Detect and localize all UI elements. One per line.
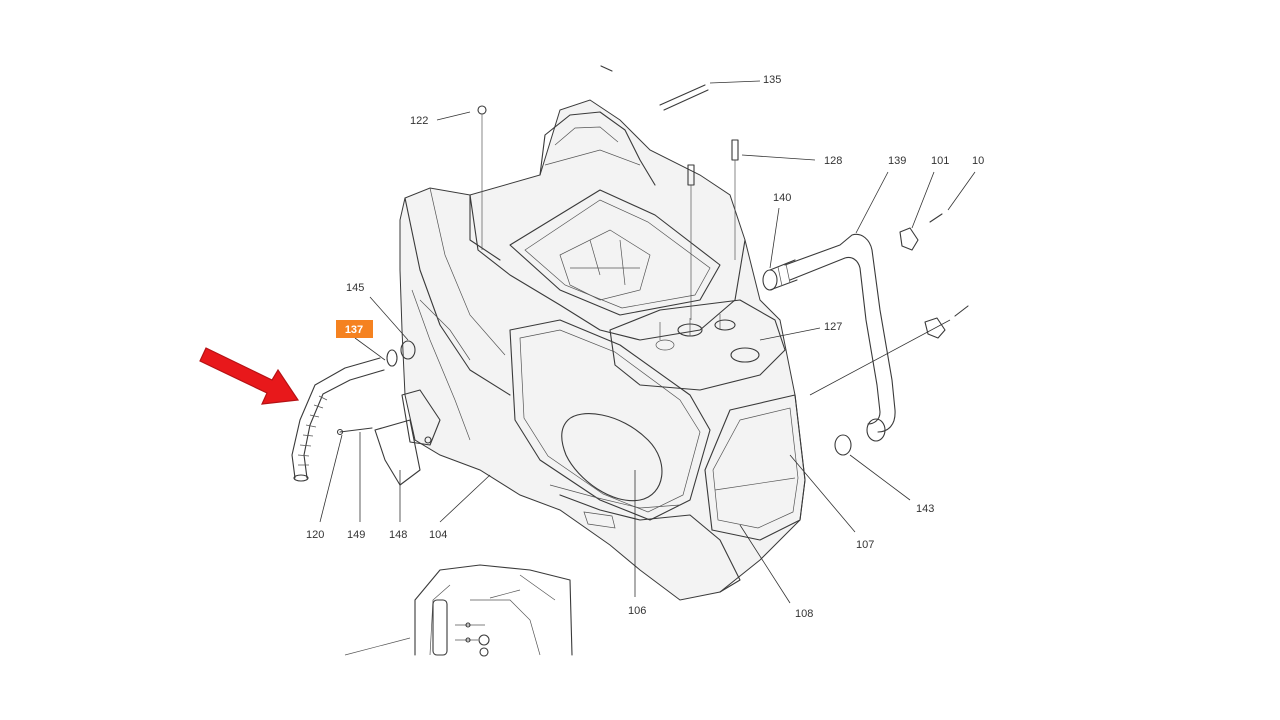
red-arrow: [199, 347, 300, 405]
highlight-label: 137: [345, 324, 363, 336]
hose-139: [784, 233, 896, 433]
clamp-145: [386, 340, 416, 367]
part-labels: 135 122 128 139 101 10 140 145 127 143 1…: [306, 74, 984, 620]
highlight-box: [336, 320, 373, 338]
bracket-148: [374, 419, 421, 486]
pin-149: [336, 427, 373, 436]
label-135: 135: [763, 74, 781, 86]
valve-128: [731, 139, 739, 260]
housing-body: [399, 99, 806, 601]
label-122: 122: [410, 115, 428, 127]
label-140: 140: [773, 192, 791, 204]
top-mark: [600, 65, 613, 72]
lower-inset: [344, 564, 573, 657]
label-106: 106: [628, 605, 646, 617]
label-108: 108: [795, 608, 813, 620]
clamp-143: [834, 418, 886, 456]
label-143: 143: [916, 503, 934, 515]
hose-120: [291, 357, 385, 482]
label-101: 101: [931, 155, 949, 167]
rod-122: [477, 105, 487, 250]
clamp-140: [762, 259, 798, 291]
label-107: 107: [856, 539, 874, 551]
leader-lines: [319, 80, 976, 604]
bolt-135: [659, 84, 709, 111]
label-104: 104: [429, 529, 447, 541]
highlight-137: 137: [336, 320, 373, 338]
label-139: 139: [888, 155, 906, 167]
center-stud: [687, 164, 695, 320]
label-149: 149: [347, 529, 365, 541]
label-128: 128: [824, 155, 842, 167]
label-120: 120: [306, 529, 324, 541]
label-127: 127: [824, 321, 842, 333]
label-148: 148: [389, 529, 407, 541]
label-145: 145: [346, 282, 364, 294]
label-10x: 10: [972, 155, 984, 167]
fitting-101: [899, 213, 943, 251]
red-arrow-icon: [199, 347, 300, 405]
